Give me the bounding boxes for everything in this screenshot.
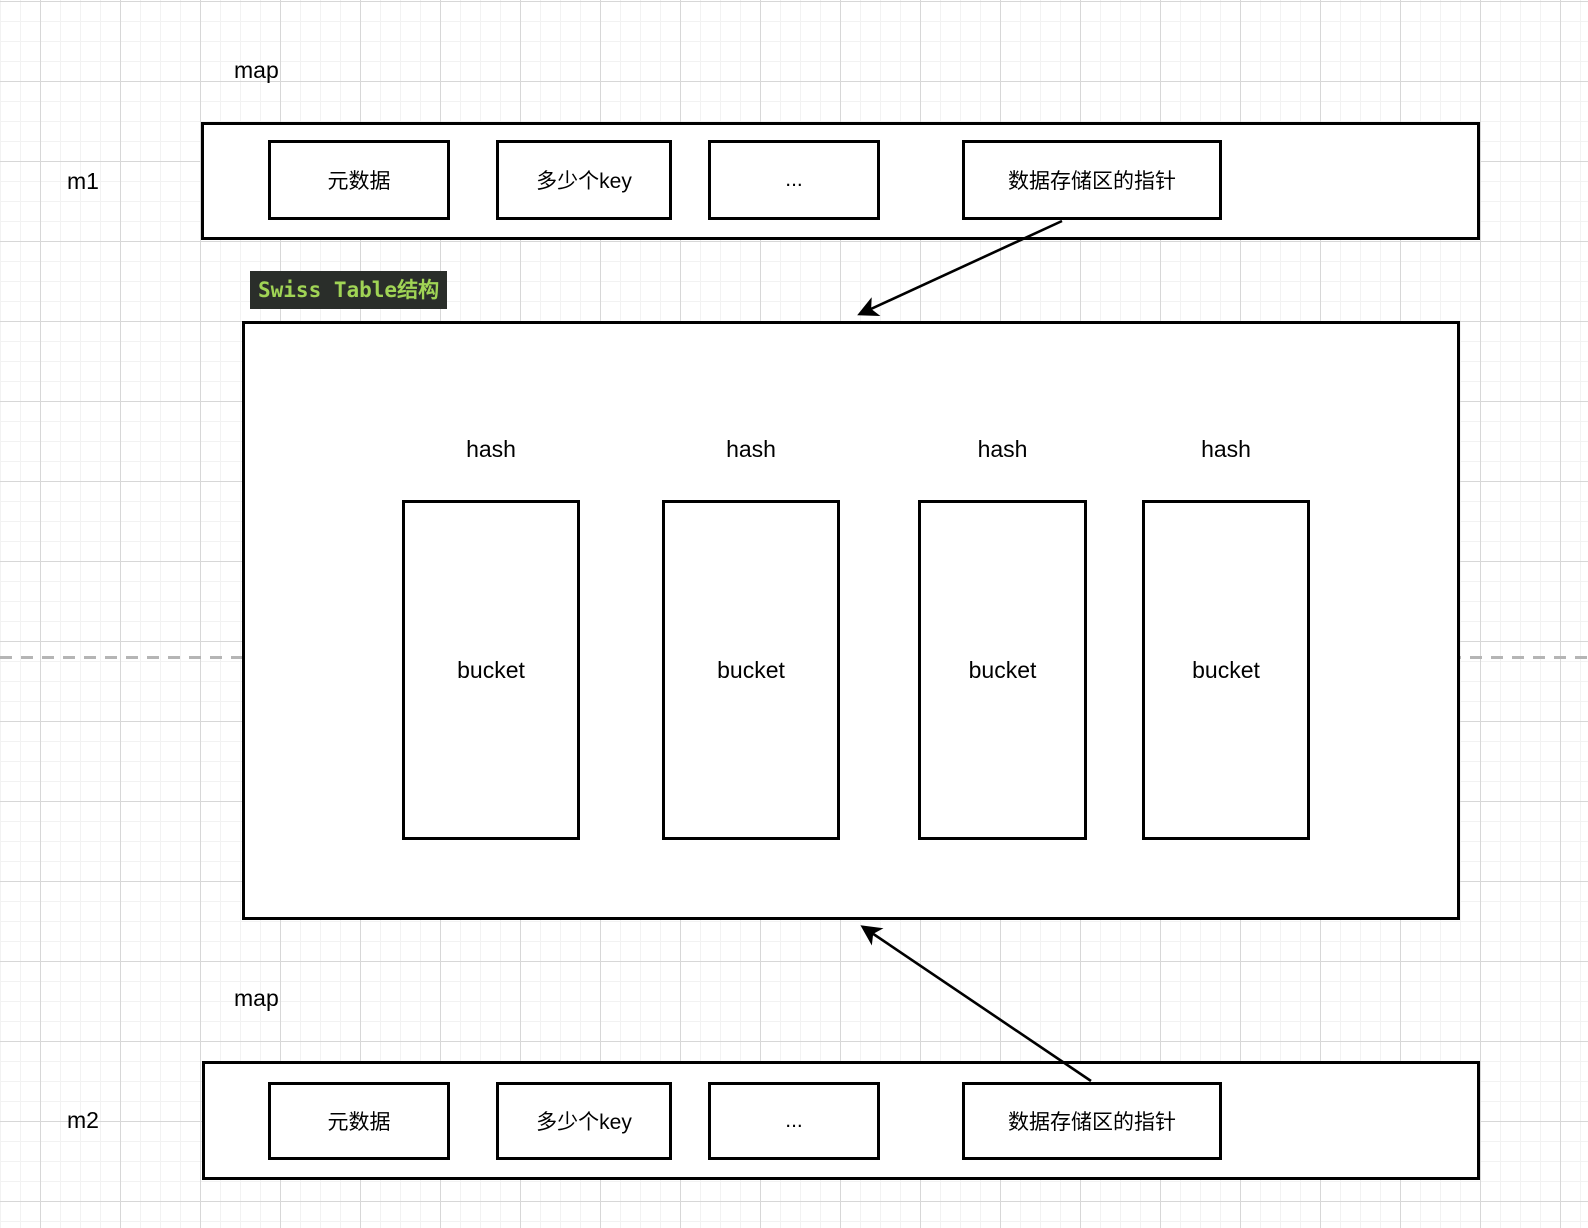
m2-struct-box bbox=[202, 1061, 1480, 1180]
m2-map-label: map bbox=[234, 985, 279, 1011]
m1-map-label: map bbox=[234, 57, 279, 83]
m1-cell-metadata: 元数据 bbox=[268, 140, 450, 220]
swiss-table-badge: Swiss Table结构 bbox=[250, 271, 448, 309]
m1-cell-keycount: 多少个key bbox=[496, 140, 672, 220]
bucket-box-4: bucket bbox=[1142, 500, 1310, 840]
m2-name-label: m2 bbox=[67, 1107, 99, 1133]
m1-cell-data-pointer: 数据存储区的指针 bbox=[962, 140, 1222, 220]
m2-cell-keycount: 多少个key bbox=[496, 1082, 672, 1160]
hash-label-1: hash bbox=[466, 436, 516, 462]
hash-label-2: hash bbox=[726, 436, 776, 462]
m1-cell-ellipsis: ... bbox=[708, 140, 880, 220]
m2-pointer-arrow bbox=[860, 925, 1092, 1083]
hash-label-4: hash bbox=[1201, 436, 1251, 462]
hash-label-3: hash bbox=[977, 436, 1028, 462]
m1-name-label: m1 bbox=[67, 168, 99, 194]
bucket-box-2: bucket bbox=[662, 500, 840, 840]
bucket-box-1: bucket bbox=[402, 500, 580, 840]
bucket-box-3: bucket bbox=[918, 500, 1087, 840]
m2-cell-ellipsis: ... bbox=[708, 1082, 880, 1160]
m2-cell-metadata: 元数据 bbox=[268, 1082, 450, 1160]
m2-cell-data-pointer: 数据存储区的指针 bbox=[962, 1082, 1222, 1160]
